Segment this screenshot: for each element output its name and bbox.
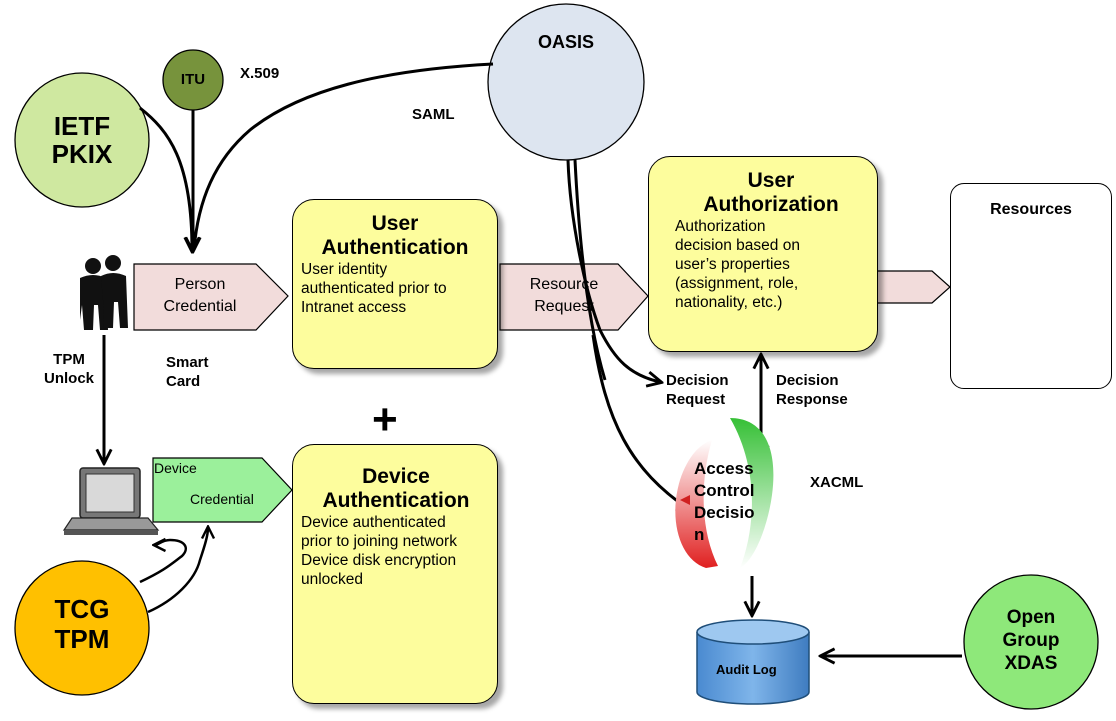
- oasis-circle: [487, 3, 645, 161]
- open-group-label: Open Group XDAS: [1002, 607, 1060, 674]
- tcg-to-device-credential-curve: [147, 528, 208, 614]
- people-icon: [80, 255, 128, 330]
- decision-response-label: Decision Response: [776, 372, 848, 408]
- user-authorization-title: User Authorization: [703, 169, 839, 216]
- access-control-decision-swirl: [675, 418, 774, 568]
- saml-label: SAML: [412, 106, 455, 123]
- user-authorization-box: User Authorization Authorization decisio…: [648, 156, 878, 352]
- ietf-to-credential-curve: [139, 106, 192, 250]
- access-control-decision-label: Access Control Decisio n: [694, 459, 755, 544]
- resource-request-label: Resource Request: [529, 276, 599, 315]
- oasis-to-decision-curve-2: [573, 159, 607, 381]
- resource-to-access-control-curve: [591, 334, 690, 510]
- decision-request-label: Decision Request: [666, 372, 729, 408]
- tcg-to-computer-curve: [139, 540, 187, 584]
- x509-label: X.509: [240, 65, 280, 82]
- ietf-label: IETF PKIX: [51, 111, 113, 169]
- oasis-label: OASIS: [537, 32, 594, 52]
- user-authentication-body: User identity authenticated prior to Int…: [301, 261, 447, 316]
- computer-icon: [62, 467, 160, 535]
- person-credential-arrow: [133, 263, 289, 331]
- oasis-to-decision-curve-1: [566, 159, 660, 382]
- audit-log-label: Audit Log: [716, 662, 777, 677]
- device-authentication-box: Device Authentication Device authenticat…: [292, 444, 498, 704]
- audit-log-cylinder: [696, 619, 810, 705]
- device-credential-label-2: Credential: [190, 491, 254, 507]
- person-credential-label: Person Credential: [163, 276, 237, 315]
- device-credential-label-1: Device: [154, 460, 197, 476]
- plus-sign: +: [372, 395, 398, 444]
- xacml-label: XACML: [810, 474, 864, 491]
- resources-title: Resources: [990, 201, 1072, 218]
- resources-box: Resources: [950, 183, 1112, 389]
- user-authentication-box: User Authentication User identity authen…: [292, 199, 498, 369]
- tcg-label: TCG TPM: [54, 594, 110, 654]
- itu-label: ITU: [180, 71, 206, 88]
- tcg-circle: [14, 560, 150, 696]
- user-authentication-title: User Authentication: [321, 212, 469, 259]
- authorization-to-resources-arrow: [875, 270, 951, 304]
- tpm-unlock-label: TPM Unlock: [44, 351, 95, 387]
- ietf-circle: [14, 72, 150, 208]
- oasis-to-credential-curve: [192, 62, 494, 251]
- resource-request-arrow: [499, 263, 649, 331]
- device-authentication-body: Device authenticated prior to joining ne…: [301, 514, 457, 588]
- open-group-circle: [963, 574, 1099, 710]
- device-authentication-title: Device Authentication: [322, 465, 470, 512]
- smart-card-label: Smart Card: [166, 354, 209, 390]
- device-credential-arrow: [152, 457, 293, 523]
- user-authorization-body: Authorization decision based on user’s p…: [675, 218, 800, 311]
